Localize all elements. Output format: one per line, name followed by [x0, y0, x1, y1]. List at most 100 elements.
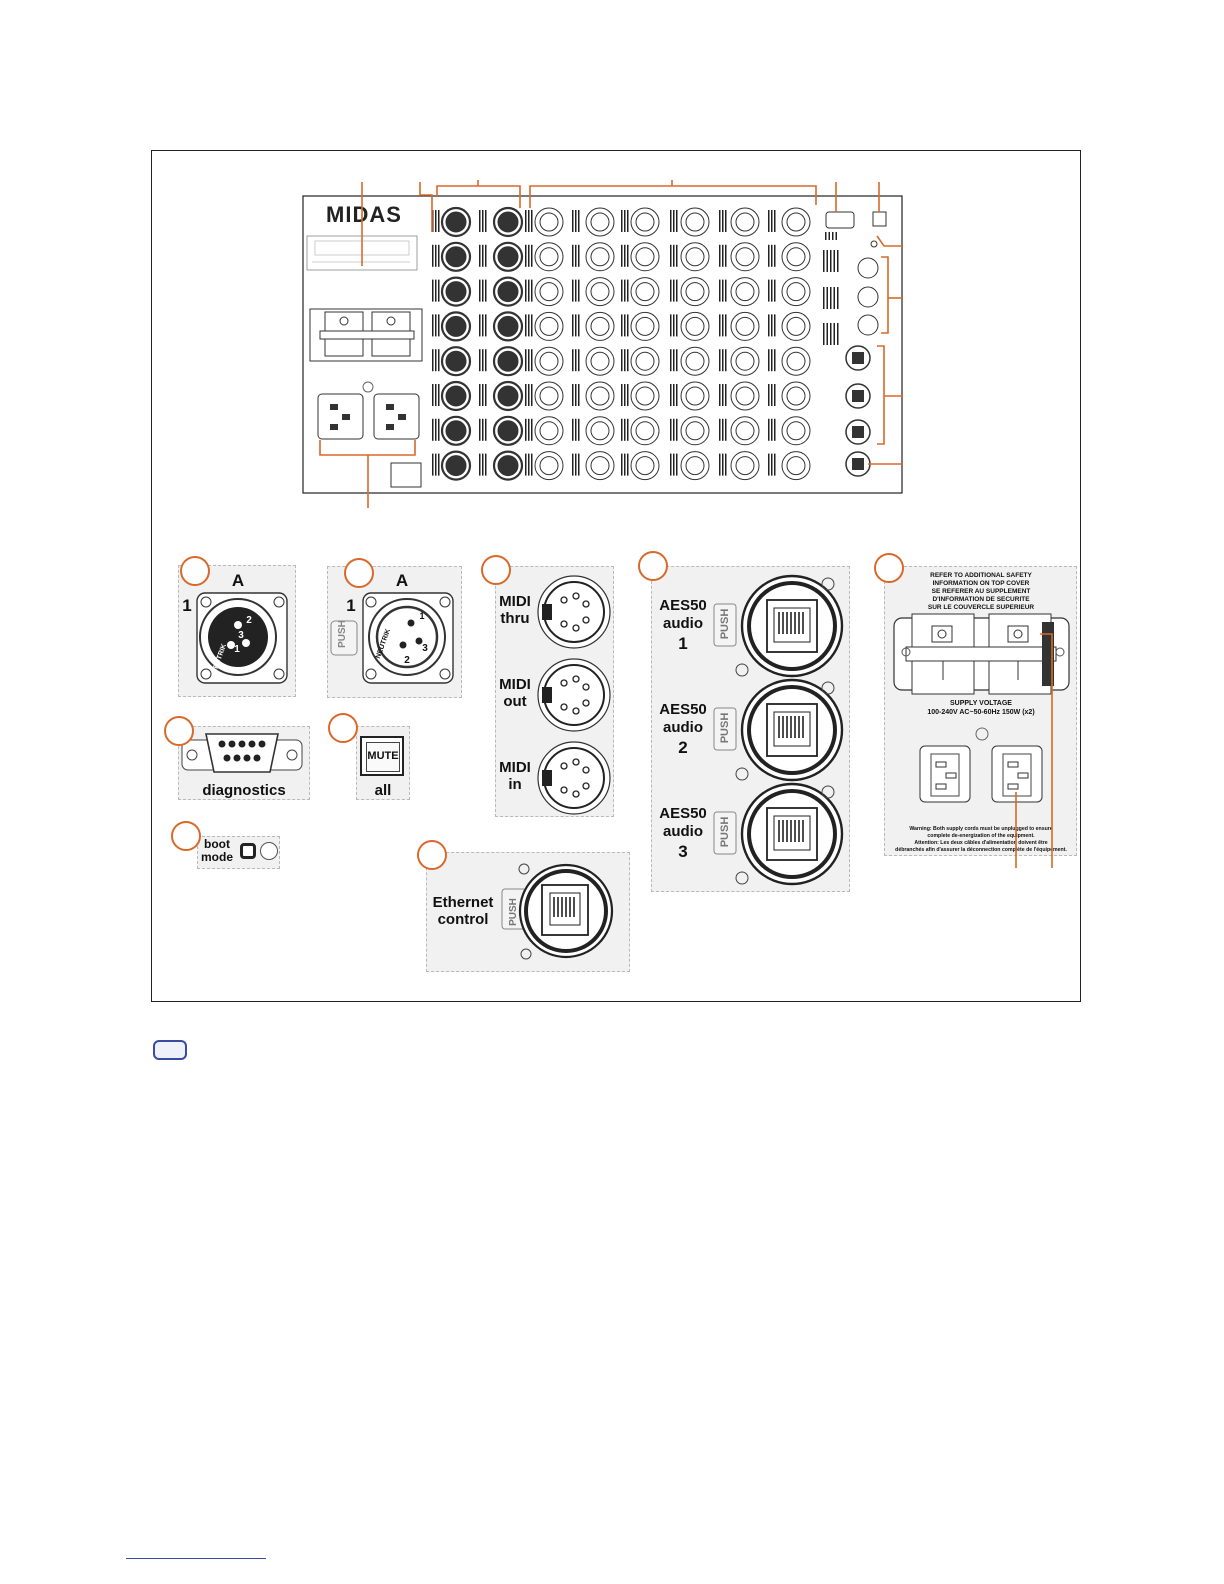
diagnostics-port-small [825, 211, 855, 229]
vent-slot [528, 279, 530, 302]
callout-power [874, 553, 904, 583]
vent-slot [575, 384, 577, 406]
vent-slot [719, 418, 721, 441]
midi-ports-small [857, 257, 879, 336]
vent-slot [485, 453, 487, 476]
vent-slot [531, 349, 533, 372]
vent-slot [621, 279, 623, 302]
aes50-label-1-line3: 2 [678, 738, 688, 757]
vent-slot [627, 453, 629, 476]
xlr-connector-inner [497, 315, 519, 337]
xlr-connector-inner [445, 246, 467, 268]
xlr-connector-inner [786, 247, 806, 267]
vent-slot [627, 384, 629, 406]
vent-slot [572, 244, 574, 267]
xlr-male-pin-3: 3 [238, 630, 244, 641]
aes50-label-2-line1: AES50 [659, 805, 707, 822]
midi-connector [537, 575, 611, 649]
vent-slot [435, 418, 437, 441]
vent-slot [676, 244, 678, 267]
power-switches-small [309, 308, 423, 362]
vent-slot [485, 210, 487, 232]
vent-slot [528, 244, 530, 267]
vent-slot [627, 418, 629, 441]
vent-slot [768, 279, 770, 302]
vent-slot [482, 244, 484, 267]
vent-slot [722, 384, 724, 406]
vent-slot [435, 244, 437, 267]
vent-slot [722, 314, 724, 337]
xlr-connector-inner [635, 212, 655, 232]
xlr-connector-inner [497, 246, 519, 268]
power-bottom-line-3: Attention: Les deux câbles d'alimentatio… [914, 840, 1048, 846]
vent-slot [774, 314, 776, 337]
vent-slot [722, 418, 724, 441]
vent-slot [482, 453, 484, 476]
vent-slot [479, 349, 481, 372]
vent-slot [432, 453, 434, 476]
vent-slot [670, 453, 672, 476]
vent-slot [676, 349, 678, 372]
vent-slot [823, 287, 825, 309]
vent-slot [479, 244, 481, 267]
xlr-connector-inner [445, 385, 467, 407]
midi-connector [537, 741, 611, 815]
midi-label-2-line2: in [508, 776, 522, 793]
vent-slot [578, 244, 580, 267]
vent-slot [624, 279, 626, 302]
vent-slot [627, 210, 629, 232]
vent-slot [572, 418, 574, 441]
vent-slot [525, 453, 527, 476]
vent-slot [670, 244, 672, 267]
aes50-label-0-line2: audio [663, 615, 703, 632]
callout-xlr-female [344, 558, 374, 588]
vent-slot [774, 210, 776, 232]
vent-slot [482, 210, 484, 232]
aes50-label-1-line1: AES50 [659, 701, 707, 718]
xlr-female-pin-3: 3 [422, 643, 428, 654]
callout-midi [481, 555, 511, 585]
vent-slot [670, 384, 672, 406]
midi-label-1-line1: MIDI [499, 676, 531, 693]
vent-slot [432, 279, 434, 302]
vent-slot [833, 250, 835, 272]
vent-slot [719, 314, 721, 337]
power-warning-line-4: D'INFORMATION DE SECURITE [932, 596, 1030, 603]
vent-slot [771, 349, 773, 372]
xlr-connector-inner [685, 386, 705, 406]
xlr-connector-inner [497, 420, 519, 442]
xlr-connector-inner [685, 316, 705, 336]
vent-slot [438, 244, 440, 267]
xlr-connector-inner [735, 282, 755, 302]
vent-slot [725, 279, 727, 302]
vent-slot [624, 349, 626, 372]
vent-slot [835, 232, 837, 240]
vent-slot [485, 418, 487, 441]
xlr-connector-inner [590, 421, 610, 441]
vent-slot [485, 244, 487, 267]
vent-slot [435, 349, 437, 372]
vent-slot [771, 314, 773, 337]
vent-slot [624, 210, 626, 232]
xlr-connector-inner [497, 211, 519, 233]
vent-slot [771, 279, 773, 302]
vent-slot [676, 418, 678, 441]
vent-slot [774, 453, 776, 476]
vent-slot [531, 279, 533, 302]
vent-slot [572, 314, 574, 337]
vent-slot [572, 453, 574, 476]
vent-slot [774, 418, 776, 441]
vent-slot [438, 279, 440, 302]
callout-aes50 [638, 551, 668, 581]
xlr-connector-inner [590, 316, 610, 336]
vent-slot [525, 418, 527, 441]
xlr-connector-inner [685, 247, 705, 267]
boot-led-small [870, 240, 878, 248]
vent-slot [482, 314, 484, 337]
vent-slot [768, 453, 770, 476]
xlr-connector-inner [590, 282, 610, 302]
vent-slot [438, 210, 440, 232]
vent-slot [432, 418, 434, 441]
vent-slot [575, 418, 577, 441]
